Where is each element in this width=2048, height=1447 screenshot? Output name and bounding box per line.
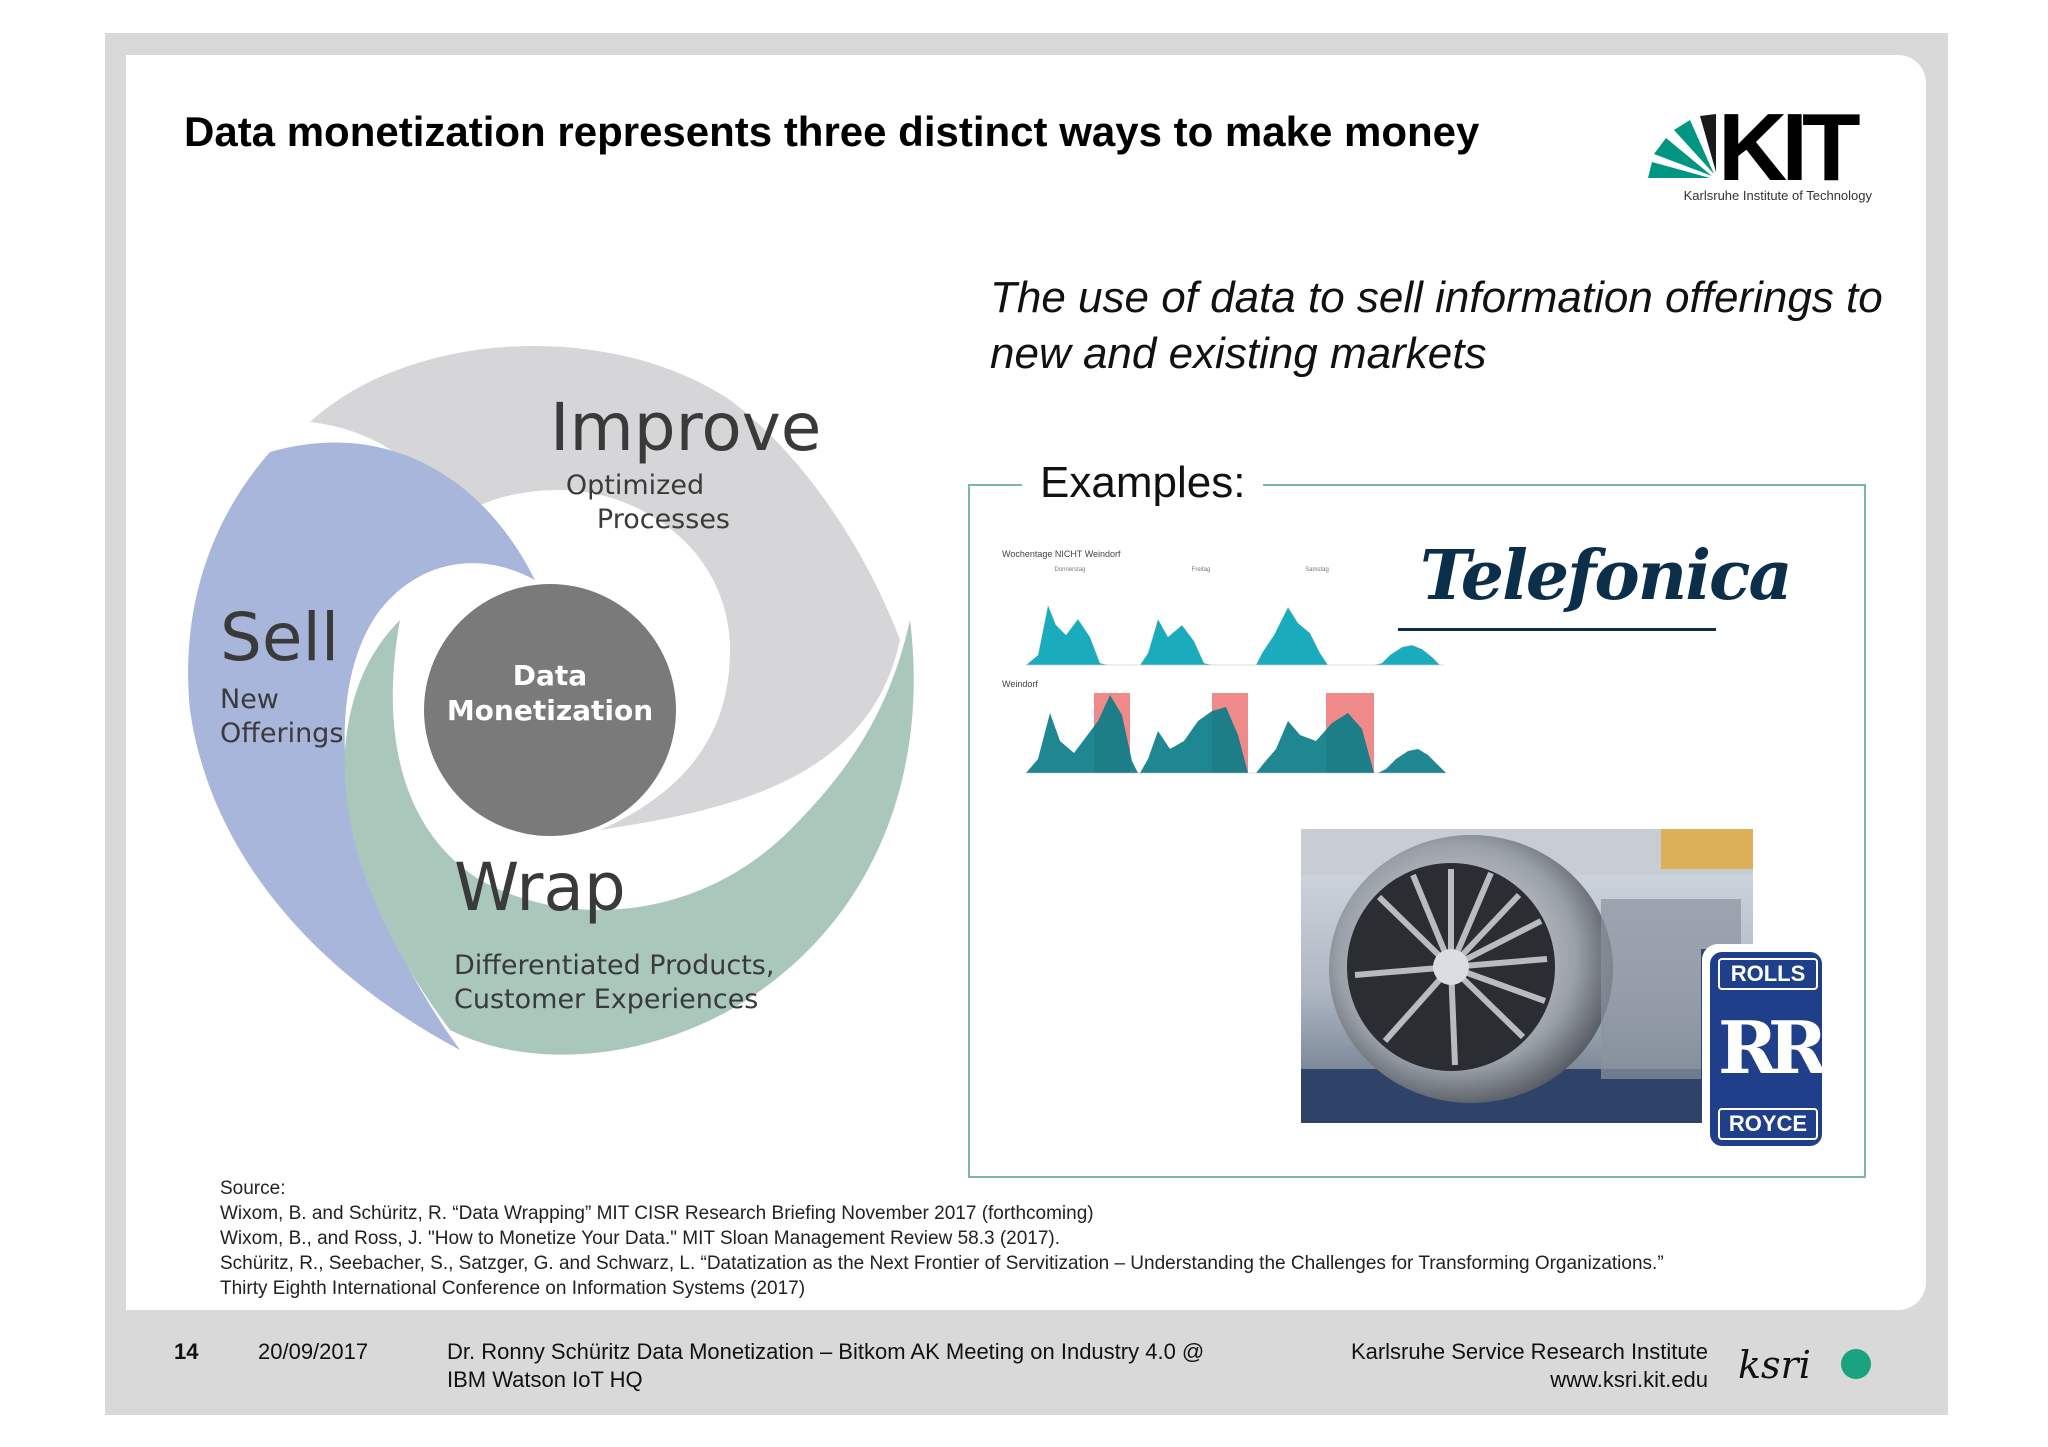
telefonica-logo: Telefonica: [1420, 536, 1793, 616]
jet-engine-photo: [1301, 829, 1753, 1123]
rolls-royce-bottom-label: ROYCE: [1718, 1108, 1818, 1140]
sell-line2: Offerings: [220, 718, 343, 749]
footer-url[interactable]: www.ksri.kit.edu: [1550, 1367, 1708, 1392]
ksri-dot-icon: [1841, 1349, 1871, 1379]
kit-wordmark: KIT: [1718, 100, 1860, 201]
rolls-royce-top-label: ROLLS: [1718, 958, 1818, 990]
center-label-line1: Data: [513, 659, 587, 692]
page-number: 14: [174, 1339, 199, 1364]
sell-title: Sell: [220, 599, 339, 676]
footer-institute-info: Karlsruhe Service Research Institute www…: [1230, 1338, 1708, 1394]
footer-date: 20/09/2017: [258, 1339, 369, 1364]
definition-text: The use of data to sell information offe…: [990, 273, 1883, 378]
telefonica-usage-chart: Wochentage NICHT Weindorf Donnerstag Fre…: [1002, 549, 1446, 774]
footer-talk-info: Dr. Ronny Schüritz Data Monetization – B…: [447, 1338, 1267, 1394]
wrap-line1: Differentiated Products,: [454, 950, 774, 981]
chart-bottom-title: Weindorf: [1002, 679, 1038, 689]
examples-box: [968, 484, 1866, 1178]
source-ref: Thirty Eighth International Conference o…: [220, 1278, 806, 1299]
examples-label: Examples:: [1022, 458, 1264, 508]
improve-line2: Processes: [597, 504, 730, 535]
chart-bottom-panel: [1026, 693, 1446, 773]
source-ref: Wixom, B., and Ross, J. "How to Monetize…: [220, 1228, 1061, 1249]
telefonica-logo-underline: [1398, 628, 1716, 631]
footer-talk-line1: Dr. Ronny Schüritz Data Monetization – B…: [447, 1339, 1205, 1364]
wrap-segment: [344, 620, 914, 1055]
kit-fan-icon: [1648, 114, 1716, 178]
source-heading: Source:: [220, 1178, 286, 1199]
rolls-royce-badge-inner: ROLLS RR ROYCE: [1710, 952, 1828, 1146]
chart-day-label-3: Samstag: [1305, 567, 1329, 573]
source-references: Source: Wixom, B. and Schüritz, R. “Data…: [220, 1176, 1920, 1301]
source-ref: Schüritz, R., Seebacher, S., Satzger, G.…: [220, 1253, 1664, 1274]
kit-subtitle: Karlsruhe Institute of Technology: [1683, 188, 1872, 203]
rolls-royce-logo: ROLLS RR ROYCE: [1702, 944, 1830, 1154]
ksri-logo: ksri: [1738, 1343, 1871, 1387]
sell-segment: [188, 442, 536, 1050]
chart-day-label-2: Freitag: [1192, 567, 1211, 573]
ksri-wordmark: ksri: [1738, 1343, 1811, 1387]
chart-top-title: Wochentage NICHT Weindorf: [1002, 549, 1121, 559]
chart-day-label-1: Donnerstag: [1054, 567, 1085, 573]
wrap-line2: Customer Experiences: [454, 984, 758, 1015]
center-circle: [424, 584, 676, 836]
source-ref: Wixom, B. and Schüritz, R. “Data Wrappin…: [220, 1203, 1094, 1224]
sell-line1: New: [220, 684, 279, 715]
improve-segment: [310, 345, 900, 830]
slide-title: Data monetization represents three disti…: [184, 108, 1480, 155]
monetization-cycle-diagram: Data Monetization Improve Optimized Proc…: [188, 345, 914, 1055]
footer-talk-line2: IBM Watson IoT HQ: [447, 1367, 643, 1392]
rolls-royce-monogram: RR: [1718, 1005, 1828, 1090]
wrap-title: Wrap: [454, 849, 626, 926]
footer-institute: Karlsruhe Service Research Institute: [1350, 1339, 1708, 1364]
improve-line1: Optimized: [566, 470, 704, 501]
kit-logo: KIT: [1648, 100, 1866, 201]
center-label-line2: Monetization: [447, 694, 653, 727]
chart-top-panel: [1025, 604, 1441, 666]
improve-title: Improve: [550, 389, 821, 466]
